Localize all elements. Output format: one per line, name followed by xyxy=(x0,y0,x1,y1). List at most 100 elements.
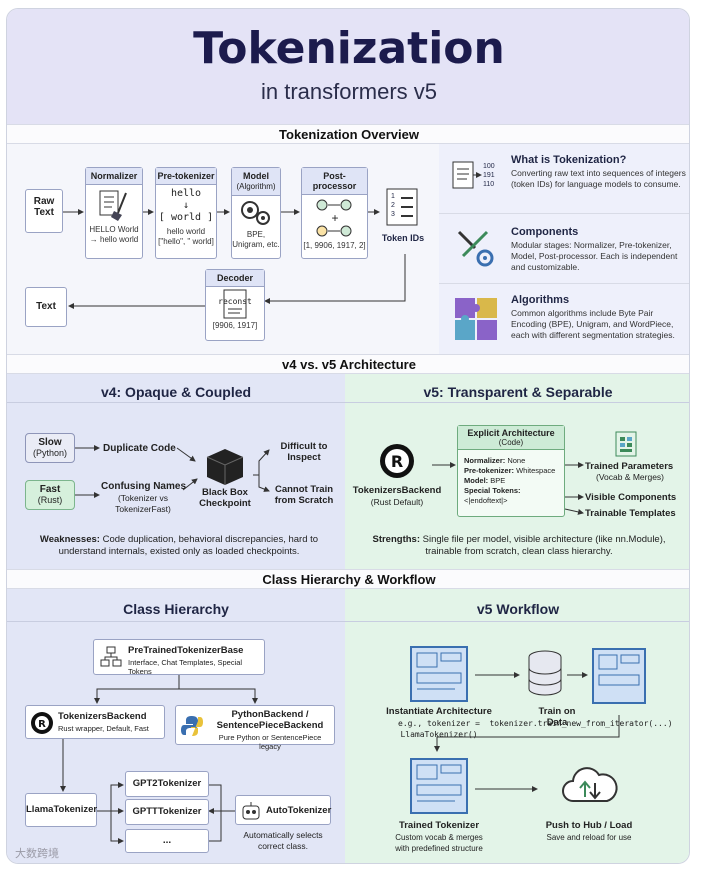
database-icon xyxy=(523,649,567,699)
confusing-names-label: Confusing Names xyxy=(101,481,187,492)
v4-panel: v4: Opaque & Coupled xyxy=(7,374,345,572)
blueprint-icon-2 xyxy=(589,645,649,707)
rust-logo-icon: R xyxy=(377,441,417,481)
pretokenizer-caption: hello world ["hello", " world] xyxy=(158,227,214,246)
infographic-card: Tokenization in transformers v5 Tokeniza… xyxy=(6,8,690,864)
class-hierarchy-title: Class Hierarchy xyxy=(123,601,229,617)
auto-tokenizer-box: AutoTokenizer xyxy=(235,795,331,825)
cloud-upload-icon xyxy=(559,761,619,813)
arch-arrows xyxy=(75,445,584,515)
v5-strengths: Strengths: Single file per model, visibl… xyxy=(372,534,666,557)
watermark: 大数跨境 xyxy=(15,848,59,860)
normalizer-caption: HELLO World → hello world xyxy=(89,225,139,244)
instantiate-architecture-sub: e.g., tokenizer = LlamaTokenizer() xyxy=(398,719,480,739)
black-box-label: Black Box Checkpoint xyxy=(199,487,251,509)
section-title-hierarchy: Class Hierarchy & Workflow xyxy=(7,569,689,589)
decoder-title: Decoder xyxy=(206,270,264,287)
fast-rust-box: Fast(Rust) xyxy=(25,480,75,510)
slow-python-box: Slow(Python) xyxy=(25,433,75,463)
tools-icon xyxy=(453,226,497,270)
workflow-title: v5 Workflow xyxy=(476,601,560,617)
trained-parameters-sub: (Vocab & Merges) xyxy=(595,472,665,482)
hierarchy-arrows xyxy=(60,672,620,844)
model-title: Model(Algorithm) xyxy=(232,168,280,196)
trained-parameters-label: Trained Parameters xyxy=(585,461,674,472)
pretokenizer-title: Pre-tokenizer xyxy=(156,168,216,185)
tokenizers-backend-label: TokenizersBackend xyxy=(352,485,442,496)
postprocessor-title: Post-processor xyxy=(302,168,367,195)
python-backend-box: PythonBackend / SentencePieceBackend Pur… xyxy=(175,705,335,751)
model-caption: BPE, Unigram, etc. xyxy=(232,230,280,249)
info-algorithms-title: Algorithms xyxy=(511,294,570,306)
cannot-train-label: Cannot Train from Scratch xyxy=(274,484,334,506)
svg-text:R: R xyxy=(391,452,403,471)
normalizer-box: Normalizer HELLO World → hello world xyxy=(85,167,143,259)
info-components-title: Components xyxy=(511,226,579,238)
v4-title: v4: Opaque & Coupled xyxy=(100,384,252,400)
pretokenizer-graphic-bottom: [ world ] xyxy=(158,212,214,223)
overview-arrows xyxy=(63,209,406,309)
visible-components-label: Visible Components xyxy=(585,492,677,503)
trainable-templates-label: Trainable Templates xyxy=(585,508,676,519)
broom-doc-icon xyxy=(86,185,142,225)
explicit-architecture-title: Explicit Architecture xyxy=(467,428,555,438)
svg-text:R: R xyxy=(38,719,46,730)
difficult-inspect-label: Difficult to Inspect xyxy=(280,441,328,463)
explicit-architecture-sub: (Code) xyxy=(498,438,524,447)
postprocessor-box: Post-processor + [1, 9906, 1917, 2] xyxy=(301,167,368,259)
decoder-doc-icon: reconst xyxy=(206,287,264,321)
info-components-body: Modular stages: Normalizer, Pre-tokenize… xyxy=(511,240,678,272)
header xyxy=(7,9,689,125)
rust-logo-icon: R xyxy=(30,711,54,735)
pretokenizer-graphic-top: hello xyxy=(170,188,202,199)
trained-tokenizer-icon xyxy=(405,755,473,817)
confusing-names-sub: (Tokenizer vs TokenizerFast) xyxy=(115,493,171,514)
token-ids-label: Token IDs xyxy=(381,233,425,243)
v5-title: v5: Transparent & Separable xyxy=(423,384,613,400)
python-logo-icon xyxy=(180,714,204,738)
duplicate-code-label: Duplicate Code xyxy=(103,443,176,454)
blueprint-icon xyxy=(405,643,473,705)
pretokenizer-graphic-arrow: ↓ xyxy=(182,200,190,211)
workflow-panel: v5 Workflow xyxy=(345,589,689,863)
train-on-data-label: Train on Data xyxy=(538,706,576,728)
info-what-is-title: What is Tokenization? xyxy=(511,154,627,166)
push-to-hub-label: Push to Hub / Load xyxy=(545,820,633,831)
info-components: Components Modular stages: Normalizer, P… xyxy=(439,214,689,284)
postprocessor-caption: [1, 9906, 1917, 2] xyxy=(303,241,366,250)
info-what-is-body: Converting raw text into sequences of in… xyxy=(511,168,686,189)
black-box-icon xyxy=(199,445,251,485)
more-tokenizers-box: ... xyxy=(125,829,209,853)
auto-tokenizer-sub: Automatically selects correct class. xyxy=(243,830,323,851)
section-title-architecture: v4 vs. v5 Architecture xyxy=(7,354,689,374)
train-on-data-sub: tokenizer.train_new_from_iterator(...) xyxy=(489,719,673,728)
page-subtitle: in transformers v5 xyxy=(260,79,438,104)
hierarchy-icon xyxy=(100,646,122,668)
tokenizers-backend-box: R TokenizersBackend Rust wrapper, Defaul… xyxy=(25,705,165,739)
explicit-architecture-box: Explicit Architecture (Code) Normalizer:… xyxy=(457,425,565,517)
spreadsheet-icon xyxy=(615,431,637,457)
trained-tokenizer-label: Trained Tokenizer xyxy=(398,820,480,831)
push-to-hub-sub: Save and reload for use xyxy=(546,833,632,842)
pretrained-tokenizer-base-box: PreTrainedTokenizerBase Interface, Chat … xyxy=(93,639,265,676)
gpt2-tokenizer-box: GPT2Tokenizer xyxy=(125,771,209,797)
raw-text-box: Raw Text xyxy=(25,189,63,233)
normalizer-title: Normalizer xyxy=(86,168,142,185)
gptt-tokenizer-box: GPTTTokenizer xyxy=(125,799,209,825)
robot-icon xyxy=(240,800,262,822)
puzzle-icon xyxy=(453,296,499,342)
model-box: Model(Algorithm) BPE, Unigram, etc. xyxy=(231,167,281,259)
v4-weaknesses: Weaknesses: Code duplication, behavioral… xyxy=(39,534,319,557)
trained-tokenizer-sub: Custom vocab & merges with predefined st… xyxy=(395,833,483,853)
gears-icon xyxy=(232,196,280,230)
text-output-box: Text xyxy=(25,287,67,327)
info-algorithms: Algorithms Common algorithms include Byt… xyxy=(439,284,689,354)
decoder-box: Decoder reconst [9906, 1917] xyxy=(205,269,265,341)
decoder-caption: [9906, 1917] xyxy=(212,321,258,330)
page-title: Tokenization xyxy=(193,23,505,74)
section-title-overview: Tokenization Overview xyxy=(7,124,689,144)
